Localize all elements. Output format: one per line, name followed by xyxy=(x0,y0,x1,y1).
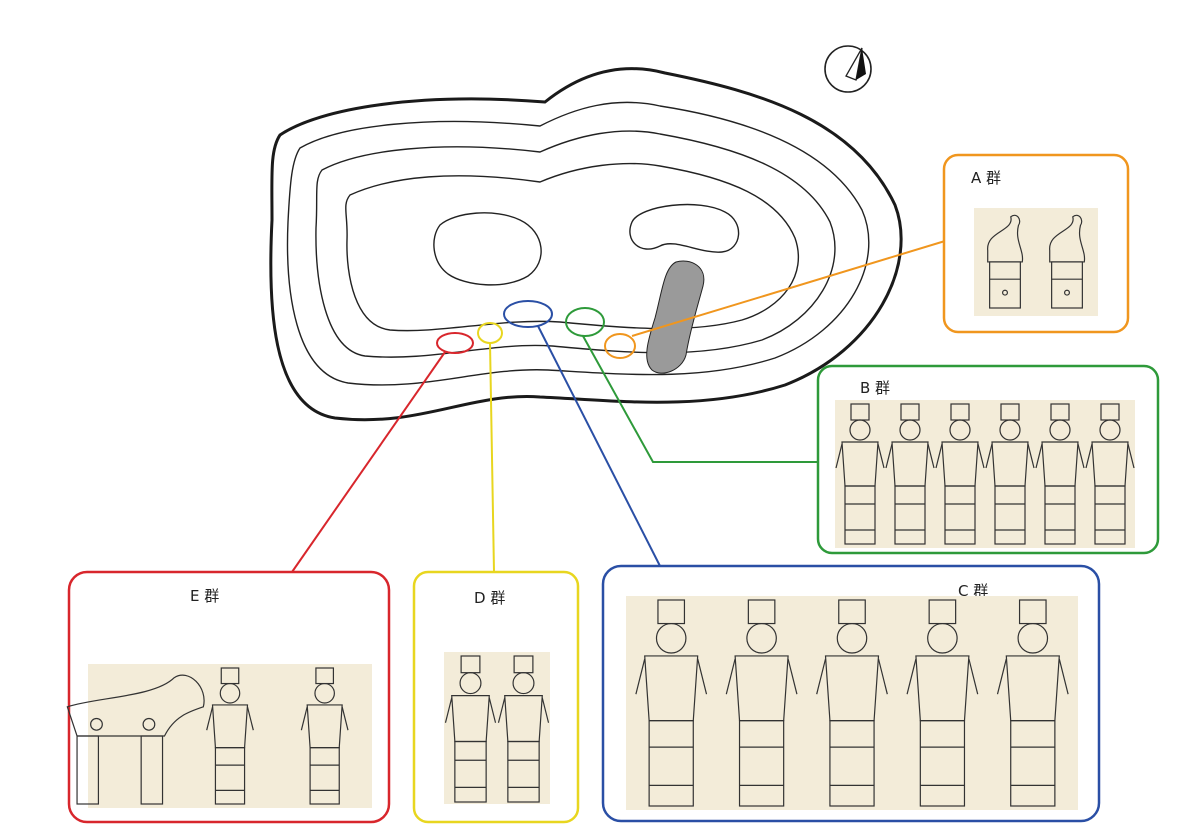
leader-line-a xyxy=(631,240,946,337)
haniwa-figure xyxy=(497,655,550,803)
north-arrow-icon xyxy=(824,45,872,93)
group-marker-b xyxy=(565,307,605,337)
haniwa-figure xyxy=(1035,403,1085,545)
mound-outer-contour xyxy=(269,67,903,422)
haniwa-bird-figure xyxy=(1049,214,1086,309)
group-marker-d xyxy=(477,322,503,344)
haniwa-figure xyxy=(206,667,254,805)
group-label-c: C 群 xyxy=(958,582,988,600)
mound-contour-3 xyxy=(315,130,836,358)
group-box-b: B 群 xyxy=(816,364,1160,555)
burial-mound-map xyxy=(269,67,903,422)
haniwa-figure xyxy=(885,403,935,545)
group-label-d: D 群 xyxy=(474,589,505,607)
mound-top-right xyxy=(629,203,740,253)
group-label-b: B 群 xyxy=(860,379,890,397)
leader-line-e xyxy=(291,351,446,573)
stone-chamber xyxy=(646,260,705,374)
group-marker-c xyxy=(503,300,553,328)
group-marker-a xyxy=(604,333,636,359)
haniwa-horse-figure xyxy=(66,674,205,805)
haniwa-bird-figure xyxy=(987,214,1024,309)
haniwa-figure xyxy=(300,667,349,805)
leader-line-b xyxy=(582,335,820,463)
mound-contour-4 xyxy=(345,162,800,332)
group-box-e: E 群 xyxy=(66,570,391,824)
haniwa-figure xyxy=(1085,403,1135,545)
group-box-d: D 群 xyxy=(412,570,580,824)
haniwa-figure xyxy=(935,403,985,545)
mound-contour-2 xyxy=(286,101,870,386)
group-label-a: A 群 xyxy=(971,169,1001,187)
leader-line-d xyxy=(489,342,495,573)
group-box-c: C 群 xyxy=(601,564,1101,823)
haniwa-figure xyxy=(996,599,1069,807)
haniwa-figure xyxy=(985,403,1035,545)
leader-line-c xyxy=(537,325,661,567)
haniwa-figure xyxy=(835,403,885,545)
group-box-a: A 群 xyxy=(942,153,1130,334)
haniwa-figure xyxy=(444,655,497,803)
group-marker-e xyxy=(436,332,474,354)
haniwa-figure xyxy=(816,599,888,807)
haniwa-figure xyxy=(725,599,798,807)
haniwa-figure xyxy=(906,599,979,807)
haniwa-figure xyxy=(635,599,708,807)
mound-top-left xyxy=(433,212,542,286)
group-label-e: E 群 xyxy=(190,587,219,605)
